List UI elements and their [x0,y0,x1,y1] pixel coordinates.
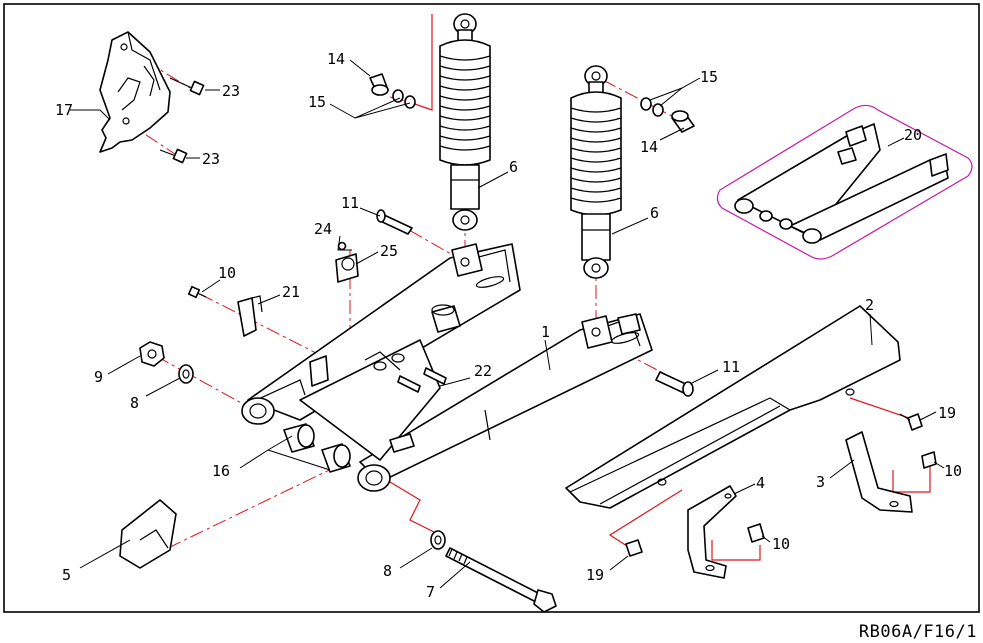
callout-8-upper: 8 [130,394,139,412]
part-7-pivot-axle [445,547,557,613]
assembly-axis-lines [123,14,931,561]
part-22-bolts [373,353,447,393]
part-10-bolt-lower [747,523,765,543]
callout-10-upper-left: 10 [218,264,236,282]
drawing-frame [3,3,980,613]
part-24-screw [337,241,347,251]
part-21-bracket [237,295,263,337]
part-11-bolt-lower [655,371,694,397]
callout-8-lower: 8 [383,562,392,580]
callout-4: 4 [756,474,765,492]
drawing-code: RB06A/F16/1 [858,622,977,642]
part-14-cap-nut-right [671,110,695,133]
callout-24: 24 [314,220,332,238]
callout-21: 21 [282,283,300,301]
callout-16: 16 [212,462,230,480]
callout-14-right: 14 [640,138,658,156]
callout-11-upper: 11 [341,194,359,212]
callout-11-lower: 11 [722,358,740,376]
callout-5: 5 [62,566,71,584]
part-23-screw-lower [159,148,188,164]
part-8-washer-lower [430,530,446,550]
leader-lines [70,59,945,589]
callout-1: 1 [541,323,550,341]
callout-20: 20 [904,126,922,144]
callout-15-left: 15 [308,93,326,111]
callout-7: 7 [426,583,435,601]
callout-19-lower: 19 [586,566,604,584]
callout-15-right: 15 [700,68,718,86]
callout-23-upper: 23 [222,82,240,100]
part-15-washers-right [640,97,664,117]
callout-25: 25 [380,242,398,260]
part-6-left-shock-absorber [439,13,491,231]
part-25-clip [335,253,359,283]
callout-6-right: 6 [650,204,659,222]
part-23-screw-upper [169,77,205,96]
callout-19-right: 19 [938,404,956,422]
callout-17: 17 [55,101,73,119]
callout-labels: 1 2 3 4 5 6 6 7 8 8 9 10 10 10 11 11 14 … [55,50,962,601]
part-6-right-shock-absorber [570,65,622,279]
part-19-bolt-lower [625,539,643,557]
part-9-nut [139,341,165,367]
callout-22: 22 [474,362,492,380]
callout-6-left: 6 [509,158,518,176]
part-14-cap-nut-left [369,73,389,96]
callout-10-right: 10 [944,462,962,480]
callout-10-lower: 10 [772,535,790,553]
part-17-sprocket-cover [99,31,171,153]
part-11-bolt-upper [376,209,413,235]
callout-3: 3 [816,473,825,491]
part-10-bolt-right [921,451,937,469]
part-15-washers-left [392,89,416,109]
part-1-swing-arm [241,243,653,492]
part-4-bracket [687,485,737,579]
callout-23-lower: 23 [202,150,220,168]
part-10-bolt-upper-left [187,285,207,299]
callout-2: 2 [865,296,874,314]
part-8-washer-upper [178,364,194,384]
part-3-bracket [845,431,913,513]
callout-14-left: 14 [327,50,345,68]
part-2-chain-case [565,305,901,509]
part-20-swing-arm-kit [716,104,973,260]
part-19-bolt-right [899,413,923,431]
part-16-bushings [283,423,351,473]
part-5-chain-slider [119,499,177,569]
callout-9: 9 [94,368,103,386]
